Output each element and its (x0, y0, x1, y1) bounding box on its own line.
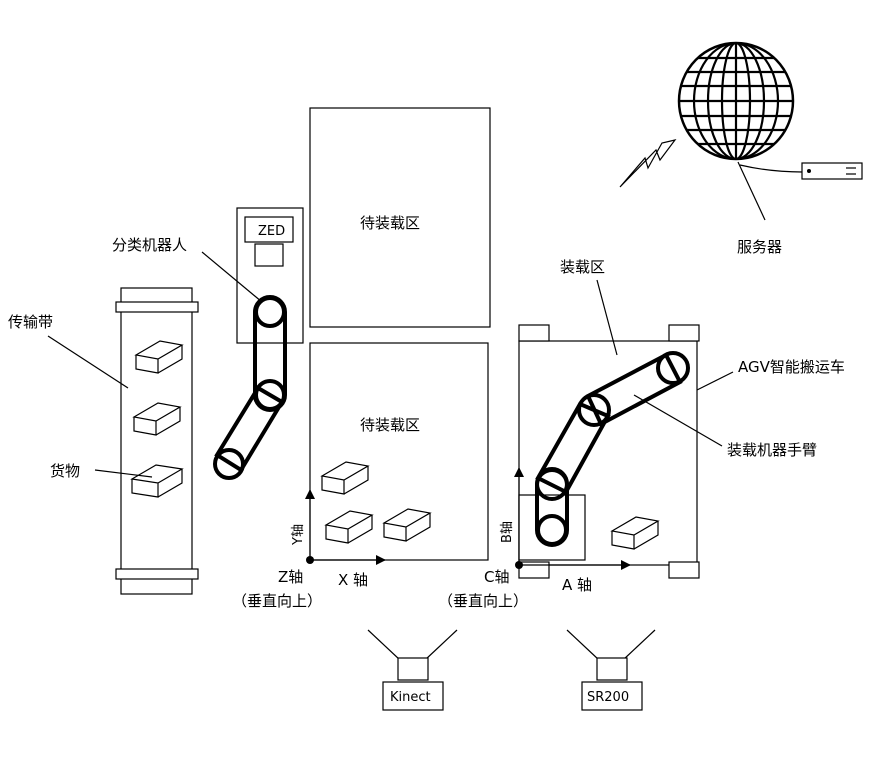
c-axis-note: （垂直向上） (438, 592, 528, 610)
a-axis-label: A 轴 (562, 576, 592, 594)
loading-arm-base (519, 495, 585, 560)
z-axis-label: Z轴 (278, 568, 303, 586)
c-axis-label: C轴 (484, 568, 509, 586)
conveyor-belt (121, 288, 192, 594)
origin-point-abc (515, 561, 523, 569)
b-axis-label: B轴 (500, 521, 515, 543)
conveyor-leader-line (48, 336, 128, 388)
sorting-robot-label: 分类机器人 (112, 236, 187, 254)
goods-label: 货物 (50, 462, 80, 480)
loading-zone-label: 装载区 (560, 258, 605, 276)
zed-camera-mount (255, 244, 283, 266)
sr200-label: SR200 (587, 690, 629, 705)
wireless-signal-icon (620, 140, 675, 187)
waiting-zone-top-label: 待装载区 (360, 214, 420, 232)
server-globe-icon (679, 43, 793, 159)
agv-leader-line (697, 372, 733, 390)
x-axis-label: X 轴 (338, 571, 368, 589)
server-leader-line (738, 162, 765, 220)
zed-camera-label: ZED (258, 224, 285, 239)
y-axis-label: Y轴 (291, 524, 306, 546)
z-axis-note: （垂直向上） (232, 592, 322, 610)
agv-wheel (669, 325, 699, 341)
conveyor-label: 传输带 (8, 313, 53, 331)
loading-arm-label: 装载机器手臂 (727, 441, 817, 459)
origin-point-xyz (306, 556, 314, 564)
power-plug-icon (740, 163, 862, 179)
server-label: 服务器 (737, 238, 782, 256)
agv-wheel (519, 325, 549, 341)
agv-wheel (669, 562, 699, 578)
conveyor-roller-bottom (116, 569, 198, 579)
waiting-zone-bottom-label: 待装载区 (360, 416, 420, 434)
conveyor-roller-top (116, 302, 198, 312)
agv-label: AGV智能搬运车 (738, 358, 845, 376)
kinect-label: Kinect (390, 690, 431, 705)
